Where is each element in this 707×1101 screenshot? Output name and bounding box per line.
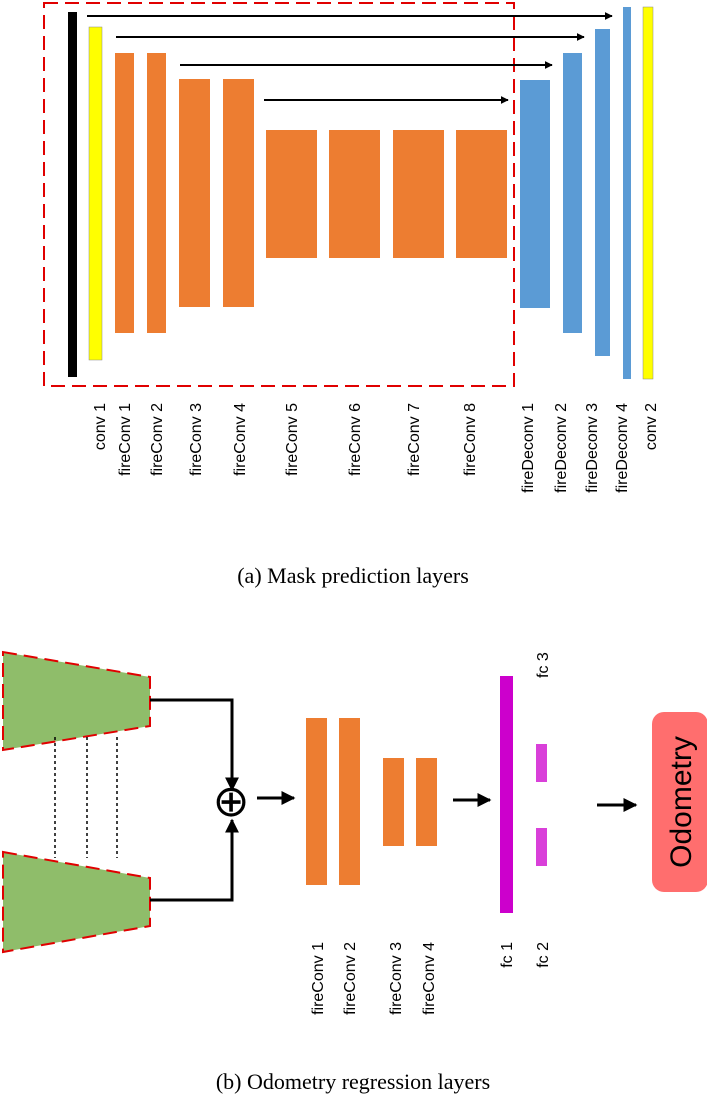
mask-layer-fireconv3: [179, 79, 210, 307]
mask-prediction-panel: conv 1 fireConv 1 fireConv 2 fireConv 3 …: [43, 2, 660, 588]
mask-layer-fireconv5: [266, 130, 317, 258]
label-fc2: fc 2: [535, 942, 552, 968]
label-conv1: conv 1: [92, 403, 109, 450]
odo-layer-fc1: [500, 676, 513, 913]
label-conv2: conv 2: [643, 403, 660, 450]
label-fireconv4: fireConv 4: [232, 403, 249, 476]
mask-layer-conv2: [642, 6, 654, 380]
label-fireconv8: fireConv 8: [462, 403, 479, 476]
label-firedeconv4: fireDeconv 4: [614, 403, 631, 493]
label-fc1: fc 1: [499, 942, 516, 968]
connector-bottom: [150, 818, 239, 902]
odometry-output-label: Odometry: [665, 736, 698, 868]
label-odo-fireconv3: fireConv 3: [388, 942, 405, 1015]
mask-layer-fireconv6: [329, 130, 380, 258]
encoder-trapezoid-bottom: [1, 850, 151, 954]
mask-layer-fireconv8: [456, 130, 507, 258]
mask-layer-firedeconv3: [595, 29, 610, 356]
mask-layer-firedeconv2: [563, 53, 582, 333]
label-firedeconv1: fireDeconv 1: [520, 403, 537, 493]
mask-layer-firedeconv4: [623, 7, 631, 379]
caption-a: (a) Mask prediction layers: [237, 563, 469, 588]
odo-layer-fireconv1: [306, 718, 327, 885]
mask-layer-firedeconv1: [520, 80, 550, 308]
odo-layer-fireconv2: [339, 718, 360, 885]
mask-layer-fireconv4: [223, 79, 254, 307]
odo-layer-fc3: [536, 744, 547, 782]
encoder-trapezoid-top: [1, 650, 151, 752]
mask-layer-fireconv7: [393, 130, 444, 258]
caption-b: (b) Odometry regression layers: [216, 1069, 490, 1094]
odometry-panel: ⊕ Odometry fc 3 fireConv 1 fireConv 2 fi…: [1, 650, 707, 1094]
label-firedeconv2: fireDeconv 2: [553, 403, 570, 493]
odo-layer-fc2: [536, 828, 547, 866]
encoder-dashed-box: [43, 2, 515, 387]
label-fireconv3: fireConv 3: [188, 403, 205, 476]
odo-layer-fireconv4: [416, 758, 437, 846]
odometry-output-box: [652, 712, 707, 892]
label-fireconv2: fireConv 2: [149, 403, 166, 476]
label-fireconv1: fireConv 1: [117, 403, 134, 476]
label-odo-fireconv4: fireConv 4: [421, 942, 438, 1015]
label-fireconv6: fireConv 6: [347, 403, 364, 476]
label-fireconv5: fireConv 5: [284, 403, 301, 476]
label-odo-fireconv2: fireConv 2: [342, 942, 359, 1015]
mask-layer-conv1: [68, 12, 77, 377]
label-fc3: fc 3: [535, 652, 552, 678]
mask-layer-conv1-yellow: [88, 26, 103, 361]
mask-layer-fireconv2: [147, 53, 166, 333]
label-firedeconv3: fireDeconv 3: [584, 403, 601, 493]
label-fireconv7: fireConv 7: [406, 403, 423, 476]
odo-layer-fireconv3: [383, 758, 404, 846]
mask-layer-fireconv1: [115, 53, 134, 333]
concat-symbol: ⊕: [213, 776, 250, 827]
label-odo-fireconv1: fireConv 1: [310, 942, 327, 1015]
connector-top: [150, 698, 239, 792]
